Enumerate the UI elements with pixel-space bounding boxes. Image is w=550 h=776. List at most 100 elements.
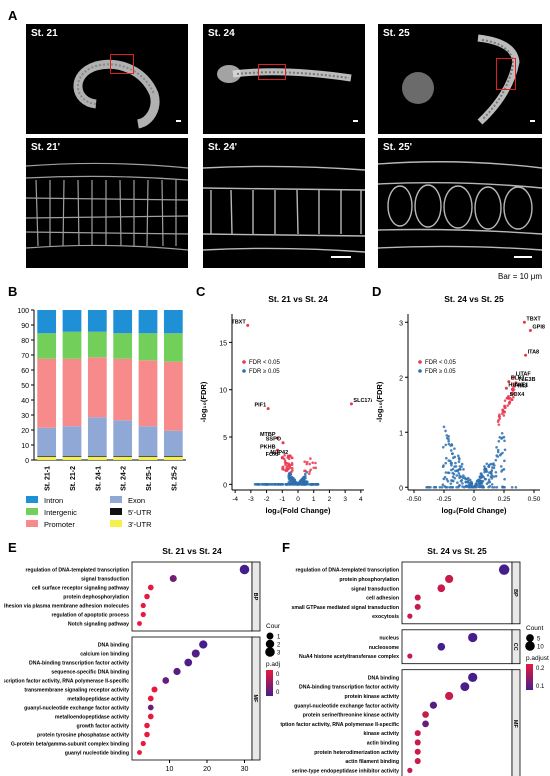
legend-label: Promoter	[44, 520, 75, 529]
ns-point	[500, 437, 503, 440]
y-tick-label: 30	[21, 413, 29, 420]
term-dot	[144, 723, 150, 729]
bar-segment	[164, 333, 183, 362]
sig-point	[511, 398, 514, 401]
ns-point	[458, 474, 461, 477]
term-label: metallopeptidase activity	[67, 697, 129, 703]
y-tick-label: 0	[399, 485, 403, 492]
term-dot	[499, 564, 509, 574]
micro-tile-st25-zoom: St. 25'	[378, 138, 542, 268]
bar-segment	[63, 457, 82, 460]
legend-marker	[418, 369, 422, 373]
ns-point	[461, 479, 464, 482]
sig-point	[286, 469, 289, 472]
term-dot	[430, 702, 437, 709]
ns-point	[300, 483, 303, 486]
scale-bar	[176, 120, 181, 122]
facet-label: MF	[252, 695, 258, 704]
bar-segment	[113, 420, 132, 456]
term-dot	[144, 594, 150, 600]
facet-label: BP	[252, 593, 258, 601]
labeled-point	[282, 441, 285, 444]
chart-title: St. 24 vs St. 25	[444, 294, 504, 304]
tile-label: St. 21'	[31, 142, 60, 153]
legend-label: 3'-UTR	[128, 520, 152, 529]
facet-panel	[402, 630, 512, 664]
y-tick-label: 1	[399, 430, 403, 437]
ns-point	[450, 462, 453, 465]
size-legend-label: 10	[537, 645, 544, 651]
x-tick-label: St. 25-1	[146, 466, 153, 491]
sig-point	[508, 402, 511, 405]
ns-point	[258, 483, 261, 486]
ns-point	[303, 476, 306, 479]
term-label: guanyl-nucleotide exchange factor activi…	[24, 706, 129, 712]
ns-point	[511, 486, 514, 489]
term-dot	[415, 730, 421, 736]
ns-point	[434, 486, 437, 489]
x-tick-label: -1	[279, 496, 285, 503]
x-tick-label: -2	[264, 496, 270, 503]
term-label: DNA-binding transcription factor activit…	[280, 722, 399, 728]
go-dotplot-e: St. 21 vs St. 24BPregulation of DNA-temp…	[4, 540, 280, 776]
y-axis-label: -log₁₀(FDR)	[375, 381, 384, 422]
tile-label: St. 25'	[383, 142, 412, 153]
point-label: PIF1	[255, 403, 267, 409]
term-label: DNA-binding transcription factor activit…	[299, 685, 399, 691]
term-dot	[173, 668, 180, 675]
sig-point	[291, 467, 294, 470]
point-label: TBXT	[526, 316, 541, 322]
size-legend-dot	[265, 647, 275, 657]
y-tick-label: 15	[219, 340, 227, 347]
x-tick-label: 3	[343, 496, 347, 503]
ns-point	[444, 444, 447, 447]
color-legend-label: 0.2	[536, 666, 545, 672]
term-dot	[445, 692, 453, 700]
ns-point	[456, 481, 459, 484]
x-tick-label: -4	[232, 496, 238, 503]
bar-segment	[139, 456, 158, 457]
term-dot	[137, 621, 142, 626]
legend-swatch	[110, 520, 122, 527]
term-label: exocytosis	[372, 614, 399, 620]
term-dot	[468, 673, 477, 682]
size-legend-title: Count	[266, 623, 280, 630]
sig-point	[504, 399, 507, 402]
term-label: protein phosphorylation	[339, 577, 399, 583]
scale-bar	[331, 256, 351, 258]
ns-point	[515, 486, 518, 489]
ns-point	[487, 465, 490, 468]
scale-bar	[353, 120, 358, 122]
ns-point	[277, 483, 280, 486]
embryo-st25-image	[378, 24, 542, 134]
ns-point	[463, 486, 466, 489]
legend-label: Intron	[44, 496, 63, 505]
term-dot	[422, 720, 429, 727]
labeled-point	[267, 407, 270, 410]
term-dot	[184, 659, 192, 667]
bar-segment	[113, 333, 132, 359]
term-label: cell surface receptor signaling pathway	[32, 586, 129, 592]
ns-point	[304, 481, 307, 484]
ns-point	[450, 443, 453, 446]
sig-point	[291, 463, 294, 466]
bar-segment	[37, 456, 56, 457]
ns-point	[317, 483, 320, 486]
ns-point	[442, 483, 445, 486]
term-label: protein serine/threonine kinase activity	[303, 713, 399, 719]
ns-point	[426, 486, 429, 489]
term-label: growth factor activity	[77, 724, 130, 730]
panel-label-a: A	[8, 8, 17, 23]
x-tick-label: -0.50	[407, 496, 422, 503]
point-label: SSPO	[266, 437, 282, 443]
bar-segment	[164, 456, 183, 457]
stacked-bar-chart: 0102030405060708090100St. 21-1St. 21-2St…	[8, 298, 193, 533]
x-tick-label: -0.25	[437, 496, 452, 503]
sig-point	[289, 464, 292, 467]
bar-segment	[113, 310, 132, 333]
ns-point	[491, 483, 494, 486]
ns-point	[442, 478, 445, 481]
term-label: transmembrane signaling receptor activit…	[24, 688, 129, 694]
y-tick-label: 60	[21, 368, 29, 375]
sig-point	[303, 460, 306, 463]
